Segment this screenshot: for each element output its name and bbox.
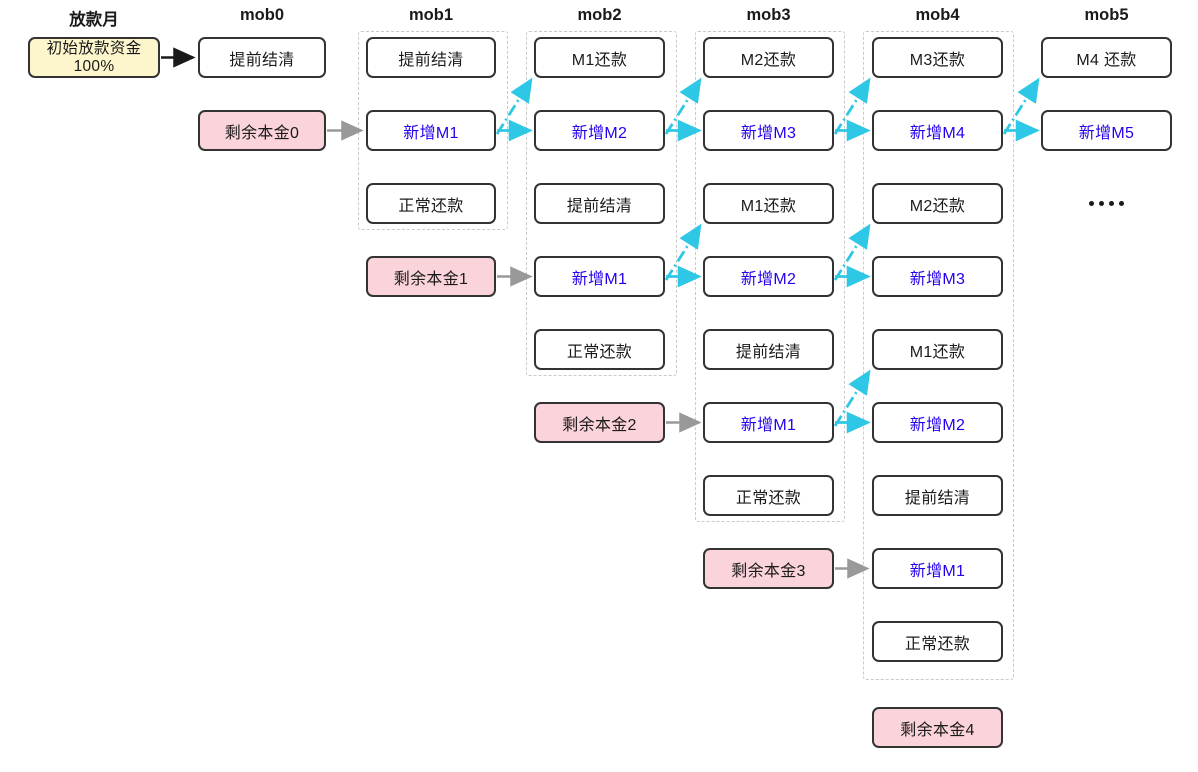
node-m5-M4repay[interactable]: M4 还款 <box>1041 37 1172 78</box>
node-label: 提前结清 <box>904 489 971 507</box>
node-label: 剩余本金0 <box>224 124 300 142</box>
node-label: 新增M3 <box>740 124 797 142</box>
node-m4-M3repay[interactable]: M3还款 <box>872 37 1003 78</box>
node-label: 新增M1 <box>571 270 628 288</box>
node-m4-M2repay[interactable]: M2还款 <box>872 183 1003 224</box>
node-m4-prepay[interactable]: 提前结清 <box>872 475 1003 516</box>
node-label: M2还款 <box>909 197 966 215</box>
node-m4-principal4[interactable]: 剩余本金4 <box>872 707 1003 748</box>
node-m1-normal[interactable]: 正常还款 <box>366 183 496 224</box>
column-title-issue-month: 放款月 <box>69 11 119 29</box>
column-title-mob3: mob3 <box>746 6 791 24</box>
node-label: 提前结清 <box>735 343 802 361</box>
node-label: 新增M1 <box>740 416 797 434</box>
node-m3-newM1[interactable]: 新增M1 <box>703 402 834 443</box>
node-m2-newM2[interactable]: 新增M2 <box>534 110 665 151</box>
node-label-line1: 初始放款资金 <box>46 39 142 57</box>
node-m3-prepay[interactable]: 提前结清 <box>703 329 834 370</box>
node-m0-prepay[interactable]: 提前结清 <box>198 37 326 78</box>
node-label: 新增M2 <box>571 124 628 142</box>
node-label: 新增M4 <box>909 124 966 142</box>
node-m4-newM2[interactable]: 新增M2 <box>872 402 1003 443</box>
node-m3-normal[interactable]: 正常还款 <box>703 475 834 516</box>
node-label: 正常还款 <box>566 343 633 361</box>
node-label: 正常还款 <box>904 635 971 653</box>
node-label: 剩余本金3 <box>731 562 806 580</box>
column-title-mob0: mob0 <box>239 6 284 24</box>
node-m2-M1repay[interactable]: M1还款 <box>534 37 665 78</box>
node-m1-newM1[interactable]: 新增M1 <box>366 110 496 151</box>
node-m3-newM3[interactable]: 新增M3 <box>703 110 834 151</box>
node-m2-newM1[interactable]: 新增M1 <box>534 256 665 297</box>
node-m3-newM2[interactable]: 新增M2 <box>703 256 834 297</box>
node-label: 提前结清 <box>229 51 295 69</box>
node-label: M2还款 <box>740 51 797 69</box>
node-label: 新增M1 <box>909 562 966 580</box>
node-label: M1还款 <box>740 197 797 215</box>
node-m4-newM3[interactable]: 新增M3 <box>872 256 1003 297</box>
node-m4-M1repay[interactable]: M1还款 <box>872 329 1003 370</box>
node-m3-principal3[interactable]: 剩余本金3 <box>703 548 834 589</box>
node-label: 正常还款 <box>735 489 802 507</box>
node-label: M1还款 <box>909 343 966 361</box>
node-label: 新增M2 <box>740 270 797 288</box>
node-label: 正常还款 <box>398 197 464 215</box>
node-m4-newM1[interactable]: 新增M1 <box>872 548 1003 589</box>
node-m1-prepay[interactable]: 提前结清 <box>366 37 496 78</box>
node-label: 提前结清 <box>398 51 464 69</box>
ellipsis-dots <box>1041 183 1172 224</box>
node-label: 新增M2 <box>909 416 966 434</box>
node-label: 提前结清 <box>566 197 633 215</box>
column-title-mob4: mob4 <box>915 6 960 24</box>
node-m2-principal2[interactable]: 剩余本金2 <box>534 402 665 443</box>
node-m2-normal[interactable]: 正常还款 <box>534 329 665 370</box>
node-m2-prepay[interactable]: 提前结清 <box>534 183 665 224</box>
node-label-line2: 100% <box>73 57 115 75</box>
node-label: 新增M3 <box>909 270 966 288</box>
node-m5-newM5[interactable]: 新增M5 <box>1041 110 1172 151</box>
node-m1-principal1[interactable]: 剩余本金1 <box>366 256 496 297</box>
group-box-mob4 <box>863 31 1014 680</box>
column-title-mob5: mob5 <box>1084 6 1129 24</box>
node-label: 剩余本金1 <box>393 270 469 288</box>
node-label: 剩余本金2 <box>562 416 637 434</box>
column-title-mob1: mob1 <box>408 6 453 24</box>
node-m3-M2repay[interactable]: M2还款 <box>703 37 834 78</box>
node-m3-M1repay[interactable]: M1还款 <box>703 183 834 224</box>
node-label: M3还款 <box>909 51 966 69</box>
node-label: 新增M1 <box>403 124 459 142</box>
node-m0-principal0[interactable]: 剩余本金0 <box>198 110 326 151</box>
node-m4-newM4[interactable]: 新增M4 <box>872 110 1003 151</box>
node-label: 剩余本金4 <box>900 721 975 739</box>
column-title-mob2: mob2 <box>577 6 622 24</box>
node-label: M4 还款 <box>1076 51 1137 69</box>
group-box-mob2 <box>526 31 677 376</box>
node-label: M1还款 <box>571 51 628 69</box>
node-label: 新增M5 <box>1078 124 1135 142</box>
node-m4-normal[interactable]: 正常还款 <box>872 621 1003 662</box>
